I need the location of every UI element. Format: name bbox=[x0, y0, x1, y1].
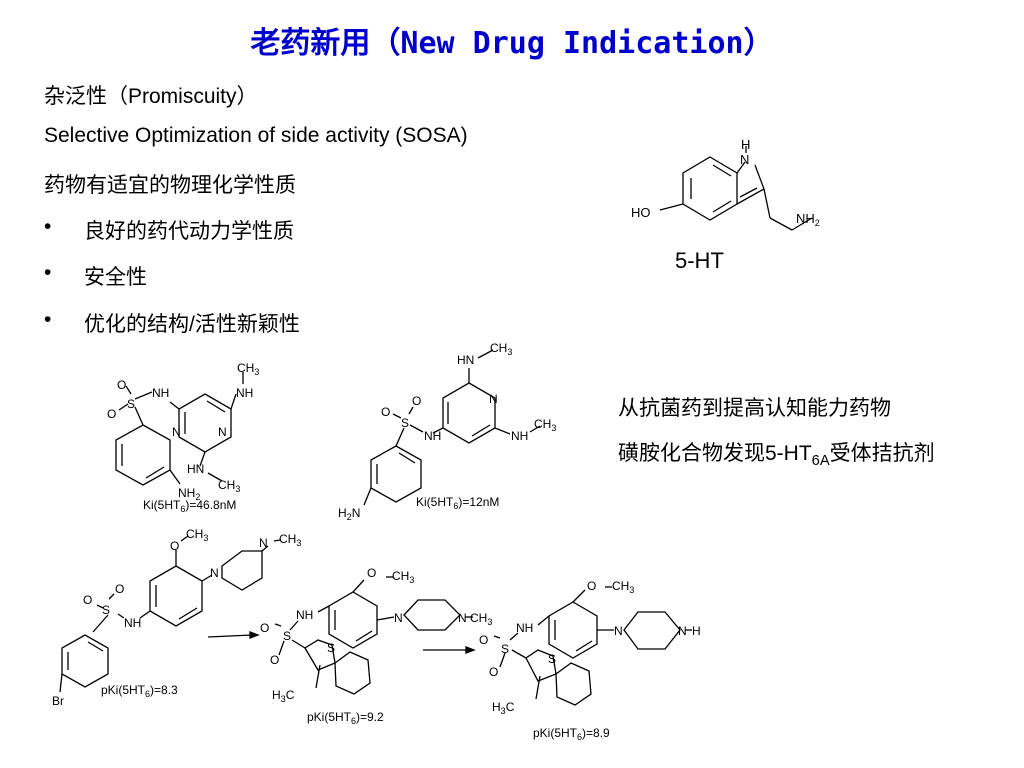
c5-ch3-ome: CH3 bbox=[612, 579, 634, 595]
c5-n-pip1: N bbox=[614, 624, 623, 638]
c4-o-left: O bbox=[260, 621, 269, 635]
c4-h3c: H3C bbox=[272, 688, 295, 704]
compound-2-structure: HN CH3 N NH CH3 NH O S O H2N Ki(5HT6)=12… bbox=[338, 341, 556, 522]
compound-5-structure: O CH3 N N H NH O S O S H3C pKi(5HT6)=8.9 bbox=[479, 579, 701, 742]
bullet-dot-2: • bbox=[44, 261, 52, 284]
c2-ch3-top: CH3 bbox=[490, 341, 512, 357]
c1-n-left: N bbox=[172, 425, 181, 439]
c5-h3c: H3C bbox=[492, 700, 515, 716]
bullet-dot-3: • bbox=[44, 308, 52, 331]
c2-nh-right: NH bbox=[511, 429, 528, 443]
bullet-safety: 安全性 bbox=[84, 266, 147, 289]
c4-o-bottom: O bbox=[270, 653, 279, 667]
c1-s: S bbox=[127, 397, 135, 411]
c3-s: S bbox=[102, 603, 110, 617]
c5-nh: NH bbox=[516, 621, 533, 635]
c3-o-top: O bbox=[115, 582, 124, 596]
c2-activity: Ki(5HT6)=12nM bbox=[416, 495, 499, 511]
c2-n-ring: N bbox=[489, 392, 498, 406]
c2-s: S bbox=[401, 416, 409, 430]
c3-o-left: O bbox=[83, 593, 92, 607]
compound-4-structure: O CH3 N N CH3 NH O S O S H3C pKi(5HT6)=9… bbox=[260, 566, 492, 726]
serotonin-h: H bbox=[741, 137, 750, 152]
c3-o: O bbox=[170, 539, 179, 553]
c1-ch3-top: CH3 bbox=[237, 361, 259, 377]
promiscuity-line: 杂泛性（Promiscuity） bbox=[44, 85, 258, 108]
reaction-arrows bbox=[207, 631, 476, 654]
c3-ch3-pip: CH3 bbox=[279, 532, 301, 548]
side-note-sulfonamide: 磺胺化合物发现5-HT6A受体拮抗剂 bbox=[618, 442, 935, 470]
c3-br: Br bbox=[52, 694, 64, 708]
c1-nh-link: NH bbox=[152, 386, 169, 400]
c4-o: O bbox=[367, 566, 376, 580]
serotonin-ho: HO bbox=[631, 205, 651, 220]
compound-3-structure: O CH3 N N CH3 NH O S O Br pKi(5HT6)=8.3 bbox=[52, 527, 301, 708]
bullet-dot-1: • bbox=[44, 215, 52, 238]
c4-n-pip2: N bbox=[458, 611, 467, 625]
c1-nh2: NH2 bbox=[178, 486, 200, 502]
c4-nh: NH bbox=[296, 608, 313, 622]
c5-activity: pKi(5HT6)=8.9 bbox=[533, 726, 610, 742]
c2-o-left: O bbox=[381, 405, 390, 419]
c2-nh-link: NH bbox=[424, 429, 441, 443]
c1-o-left: O bbox=[107, 407, 116, 421]
c5-s-sulfonyl: S bbox=[501, 642, 509, 656]
c4-ch3-pip: CH3 bbox=[470, 611, 492, 627]
c1-nh-top: NH bbox=[236, 386, 253, 400]
c4-ch3-ome: CH3 bbox=[392, 569, 414, 585]
c5-o: O bbox=[587, 579, 596, 593]
c5-h-pip: H bbox=[692, 624, 701, 638]
c3-ch3-ome: CH3 bbox=[186, 527, 208, 543]
c2-o-top: O bbox=[412, 394, 421, 408]
c2-h2n: H2N bbox=[338, 506, 360, 522]
c1-hn: HN bbox=[187, 462, 204, 476]
bullet-pk: 良好的药代动力学性质 bbox=[84, 220, 294, 243]
c2-hn-top: HN bbox=[457, 353, 474, 367]
bullet-novelty: 优化的结构/活性新颖性 bbox=[84, 313, 300, 336]
c5-n-pip2: N bbox=[678, 624, 687, 638]
c4-activity: pKi(5HT6)=9.2 bbox=[307, 710, 384, 726]
c3-activity: pKi(5HT6)=8.3 bbox=[101, 683, 178, 699]
serotonin-nh2: NH2 bbox=[796, 211, 820, 228]
slide-title: 老药新用（New Drug Indication） bbox=[250, 26, 774, 61]
c5-o-left: O bbox=[479, 633, 488, 647]
serotonin-structure: H N HO NH2 bbox=[631, 137, 820, 231]
c4-s-sulfonyl: S bbox=[283, 629, 291, 643]
c2-ch3-right: CH3 bbox=[534, 417, 556, 433]
c4-s-thiophene: S bbox=[327, 641, 335, 655]
c5-o-bottom: O bbox=[489, 665, 498, 679]
serotonin-n: N bbox=[740, 152, 749, 167]
c3-n-pip2: N bbox=[259, 536, 268, 550]
sosa-line: Selective Optimization of side activity … bbox=[44, 124, 468, 147]
compound-1-structure: CH3 NH NH O S O N N HN CH3 NH2 Ki(5HT6)=… bbox=[107, 361, 259, 514]
c3-n-pip1: N bbox=[210, 566, 219, 580]
c1-o-top: O bbox=[117, 378, 126, 392]
serotonin-label: 5-HT bbox=[675, 248, 724, 273]
c3-nh: NH bbox=[124, 616, 141, 630]
c4-n-pip1: N bbox=[394, 611, 403, 625]
c1-ch3-bottom: CH3 bbox=[218, 478, 240, 494]
side-note-antibacterial: 从抗菌药到提高认知能力药物 bbox=[618, 397, 891, 420]
physchem-line: 药物有适宜的物理化学性质 bbox=[44, 174, 296, 197]
c5-s-thiophene: S bbox=[548, 652, 556, 666]
c1-activity: Ki(5HT6)=46.8nM bbox=[143, 498, 236, 514]
c1-n-right: N bbox=[218, 425, 227, 439]
